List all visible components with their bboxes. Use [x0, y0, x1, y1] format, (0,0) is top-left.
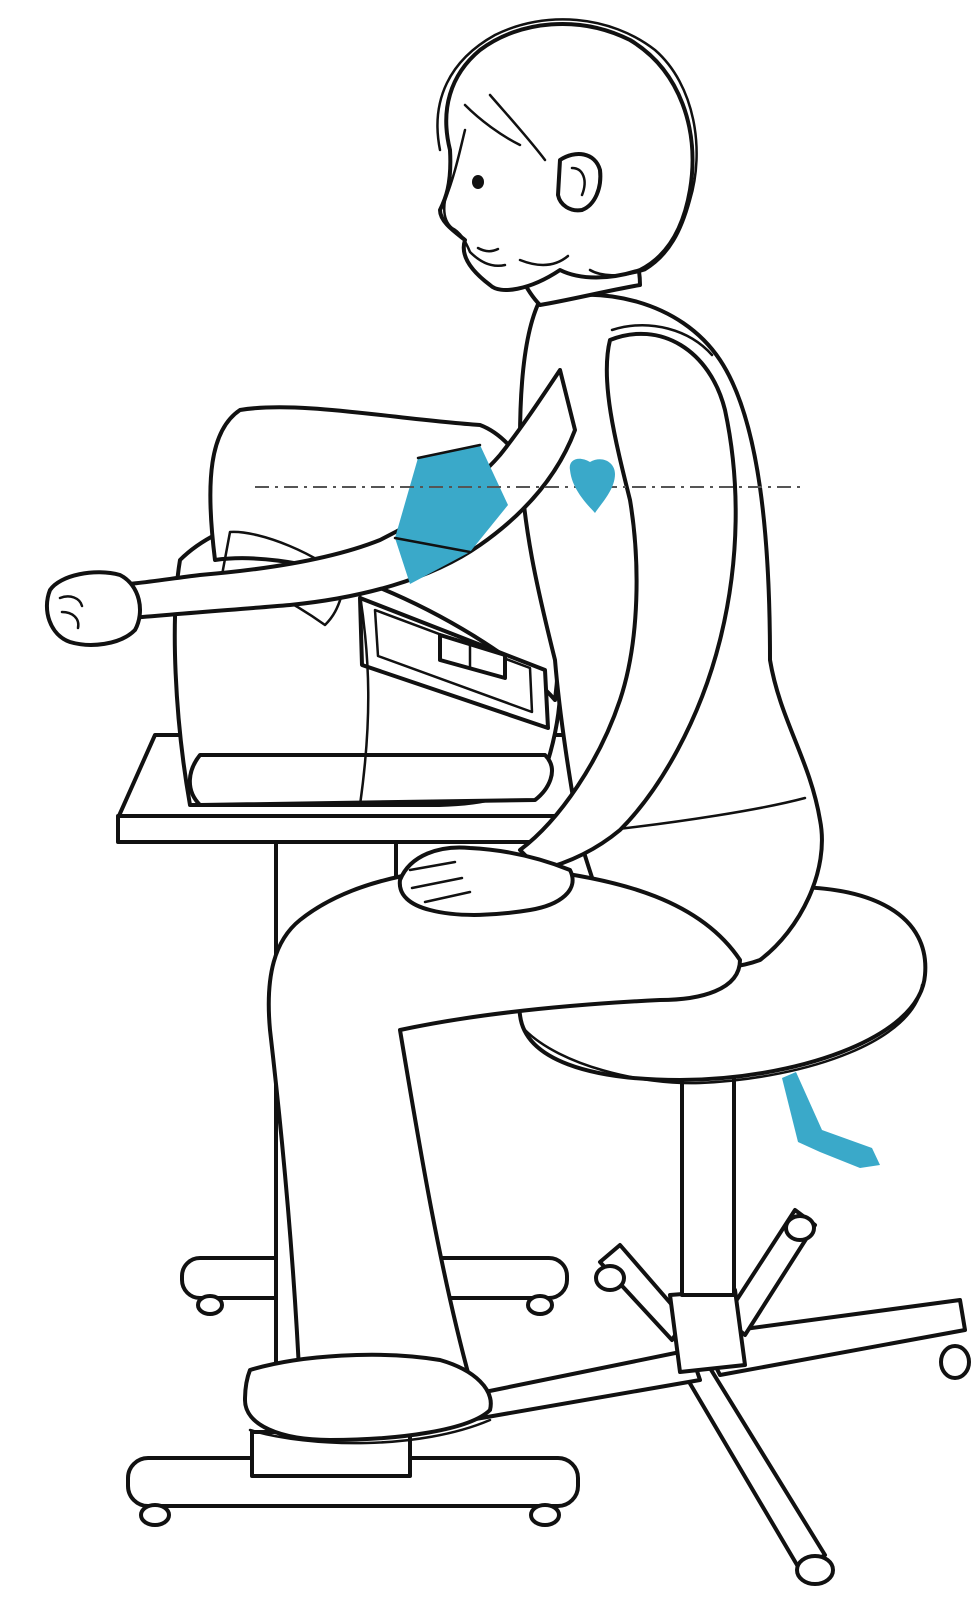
person-eye [472, 175, 484, 189]
stool-hub [670, 1290, 745, 1372]
stool-caster [786, 1216, 814, 1240]
stool-column [682, 1060, 734, 1295]
table-top-edge [118, 816, 576, 842]
monitor-lower-body [190, 755, 552, 805]
person-fist [47, 572, 140, 645]
stool-caster [797, 1556, 833, 1584]
stool-caster [941, 1346, 969, 1378]
stool-height-lever [782, 1072, 880, 1168]
stool-leg-left [470, 1350, 700, 1420]
person-ear [558, 154, 600, 210]
table-caster [531, 1505, 559, 1525]
table-caster [141, 1505, 169, 1525]
stool-leg-front [685, 1360, 825, 1570]
table-caster [528, 1296, 552, 1314]
table-caster [198, 1296, 222, 1314]
stool-caster [596, 1266, 624, 1290]
person-shoe [245, 1355, 491, 1440]
